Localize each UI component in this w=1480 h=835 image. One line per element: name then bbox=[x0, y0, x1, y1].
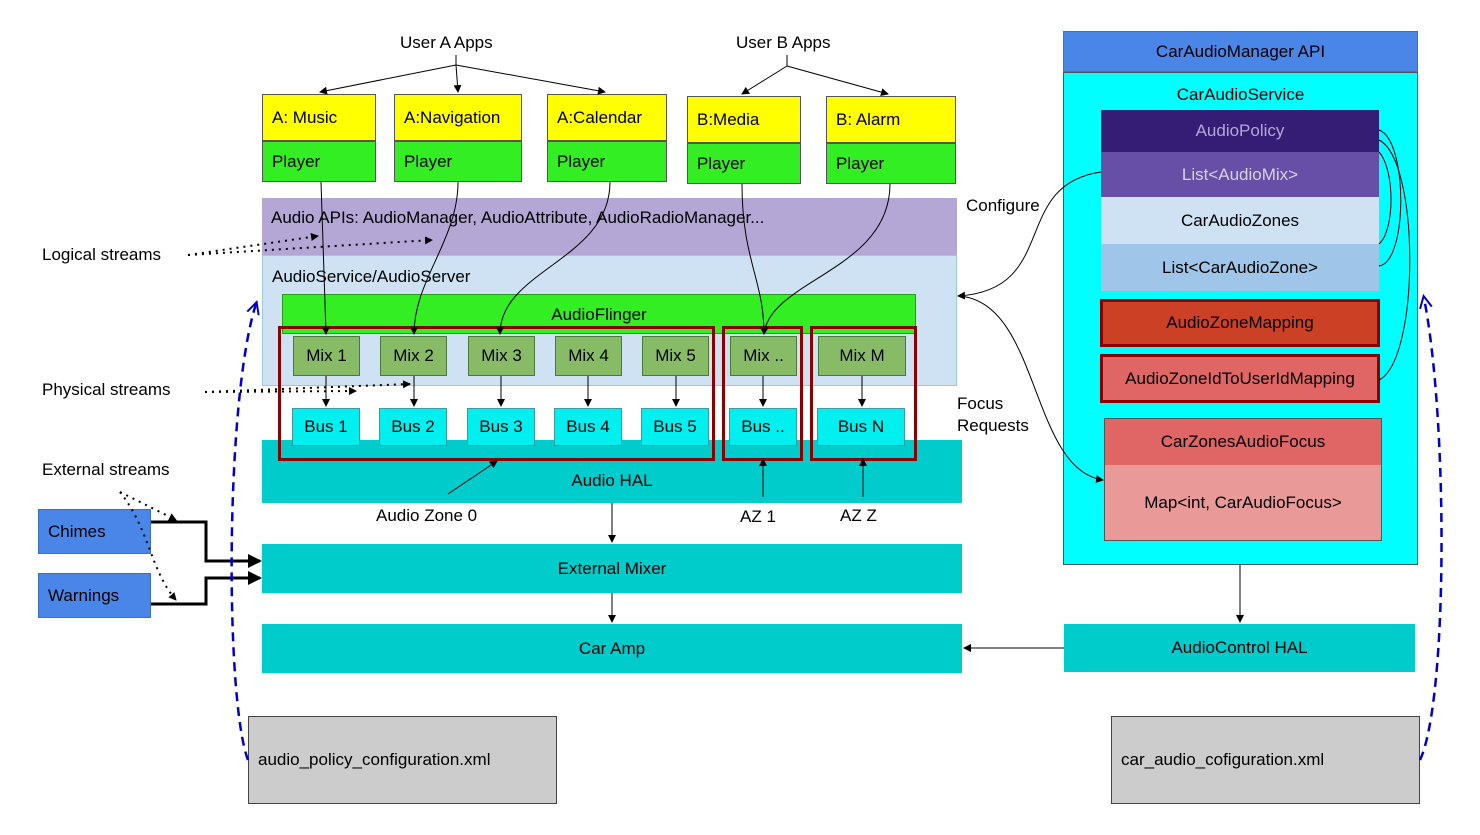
app-a-music[interactable]: A: Music bbox=[262, 94, 376, 141]
user-a-to-calendar-arrow bbox=[455, 64, 606, 95]
audio-control-hal: AudioControl HAL bbox=[1064, 624, 1415, 672]
user-a-to-music-arrow bbox=[319, 64, 457, 95]
focus-requests-label-line1: Focus bbox=[957, 394, 1004, 413]
bus-5[interactable]: Bus 5 bbox=[641, 408, 709, 446]
mix-dots[interactable]: Mix .. bbox=[730, 336, 797, 376]
audio-policy[interactable]: AudioPolicy bbox=[1101, 110, 1379, 152]
chimes-source[interactable]: Chimes bbox=[38, 509, 151, 554]
warnings-to-external-mixer-line bbox=[151, 571, 262, 606]
user-a-apps-label: User A Apps bbox=[400, 33, 493, 52]
bus-1[interactable]: Bus 1 bbox=[292, 408, 360, 446]
player-a-calendar[interactable]: Player bbox=[547, 141, 667, 182]
car-audio-config-file[interactable]: car_audio_cofiguration.xml bbox=[1111, 716, 1420, 804]
user-b-to-alarm-arrow bbox=[786, 65, 889, 96]
bus-n[interactable]: Bus N bbox=[817, 408, 905, 446]
audio-zone-mapping[interactable]: AudioZoneMapping bbox=[1100, 299, 1380, 347]
external-mixer: External Mixer bbox=[262, 544, 962, 593]
user-b-apps-label: User B Apps bbox=[736, 33, 831, 52]
app-a-calendar[interactable]: A:Calendar bbox=[547, 94, 667, 141]
audio-policy-config-feedback bbox=[230, 304, 256, 761]
mix-m[interactable]: Mix M bbox=[818, 336, 906, 376]
map-car-audio-focus[interactable]: Map<int, CarAudioFocus> bbox=[1104, 465, 1382, 541]
physical-streams-label: Physical streams bbox=[42, 380, 171, 399]
focus-requests-label-line2: Requests bbox=[957, 416, 1029, 435]
configure-label: Configure bbox=[966, 196, 1040, 215]
audio-policy-config-file[interactable]: audio_policy_configuration.xml bbox=[248, 716, 557, 804]
audio-hal: Audio HAL bbox=[262, 440, 962, 503]
car-audio-manager-api: CarAudioManager API bbox=[1063, 31, 1418, 72]
app-b-alarm[interactable]: B: Alarm bbox=[826, 96, 956, 143]
audio-zone-z-frame bbox=[810, 326, 917, 461]
mix-3[interactable]: Mix 3 bbox=[468, 336, 535, 376]
warnings-source[interactable]: Warnings bbox=[38, 573, 151, 618]
app-b-media[interactable]: B:Media bbox=[687, 96, 801, 143]
audio-apis-layer: Audio APIs: AudioManager, AudioAttribute… bbox=[262, 198, 957, 255]
audio-zone-0-frame bbox=[278, 326, 715, 461]
audio-zone-0-label: Audio Zone 0 bbox=[376, 506, 478, 525]
mix-1[interactable]: Mix 1 bbox=[293, 336, 360, 376]
player-b-alarm[interactable]: Player bbox=[826, 143, 956, 184]
audio-zone-1-frame bbox=[722, 326, 803, 461]
az-1-label: AZ 1 bbox=[740, 507, 776, 526]
player-a-music[interactable]: Player bbox=[262, 141, 376, 182]
mix-2[interactable]: Mix 2 bbox=[380, 336, 447, 376]
car-audio-config-feedback bbox=[1418, 298, 1443, 761]
external-streams-label: External streams bbox=[42, 460, 170, 479]
car-audio-zones[interactable]: CarAudioZones bbox=[1101, 197, 1379, 244]
player-a-navigation[interactable]: Player bbox=[394, 141, 522, 182]
audio-zone-id-to-user-id-mapping[interactable]: AudioZoneIdToUserIdMapping bbox=[1100, 354, 1380, 403]
mix-5[interactable]: Mix 5 bbox=[642, 336, 709, 376]
logical-streams-label: Logical streams bbox=[42, 245, 162, 264]
car-zones-audio-focus[interactable]: CarZonesAudioFocus bbox=[1104, 418, 1382, 465]
bus-3[interactable]: Bus 3 bbox=[467, 408, 535, 446]
user-b-to-media-arrow bbox=[741, 65, 788, 95]
app-a-navigation[interactable]: A:Navigation bbox=[394, 94, 522, 141]
mix-4[interactable]: Mix 4 bbox=[555, 336, 622, 376]
list-audio-mix[interactable]: List<AudioMix> bbox=[1101, 152, 1379, 197]
chimes-to-external-mixer-line bbox=[151, 520, 262, 568]
player-b-media[interactable]: Player bbox=[687, 143, 801, 184]
az-z-label: AZ Z bbox=[840, 506, 877, 525]
bus-dots[interactable]: Bus .. bbox=[729, 408, 797, 446]
car-amp: Car Amp bbox=[262, 624, 962, 673]
list-car-audio-zone[interactable]: List<CarAudioZone> bbox=[1101, 244, 1379, 291]
bus-2[interactable]: Bus 2 bbox=[379, 408, 447, 446]
bus-4[interactable]: Bus 4 bbox=[554, 408, 622, 446]
user-a-to-navigation-arrow bbox=[453, 64, 462, 93]
